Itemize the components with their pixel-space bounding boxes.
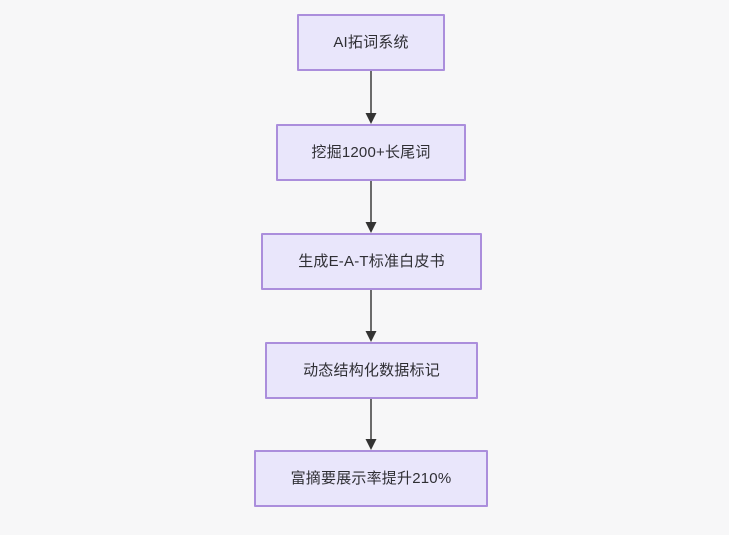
flow-edge-4-5 bbox=[361, 399, 381, 450]
flow-node-ai-keyword-system[interactable]: AI拓词系统 bbox=[297, 14, 445, 71]
flow-edge-1-2 bbox=[361, 71, 381, 124]
flow-node-dynamic-structured-data-markup[interactable]: 动态结构化数据标记 bbox=[265, 342, 478, 399]
flow-edge-2-3 bbox=[361, 181, 381, 233]
flow-node-label: 挖掘1200+长尾词 bbox=[311, 143, 431, 161]
flow-node-mine-longtail-keywords[interactable]: 挖掘1200+长尾词 bbox=[276, 124, 466, 181]
flow-node-generate-eat-whitepaper[interactable]: 生成E-A-T标准白皮书 bbox=[261, 233, 482, 290]
flow-node-rich-snippet-impression-uplift[interactable]: 富摘要展示率提升210% bbox=[254, 450, 488, 507]
flow-node-label: 生成E-A-T标准白皮书 bbox=[298, 252, 445, 270]
flow-node-label: 动态结构化数据标记 bbox=[303, 361, 440, 379]
flow-node-label: 富摘要展示率提升210% bbox=[290, 469, 452, 487]
flow-edge-3-4 bbox=[361, 290, 381, 342]
flow-node-label: AI拓词系统 bbox=[333, 33, 409, 51]
